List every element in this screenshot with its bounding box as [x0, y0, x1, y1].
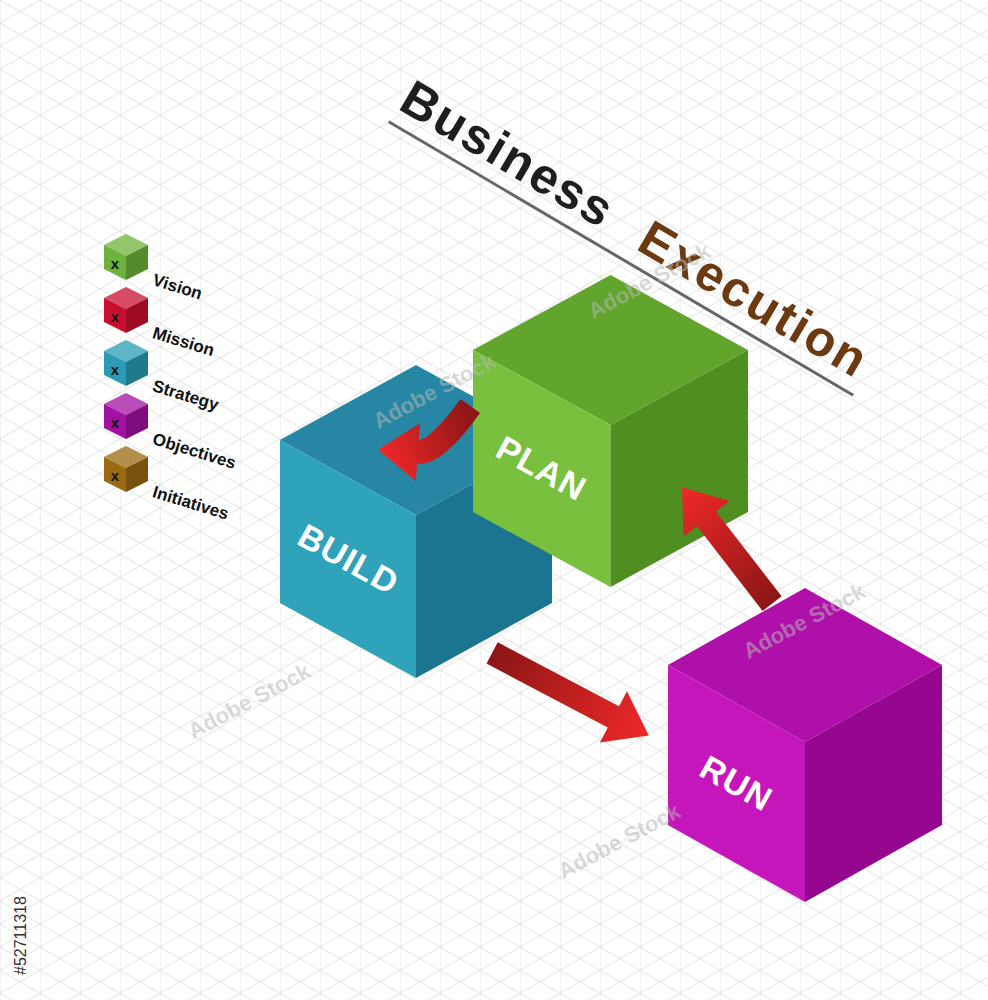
legend-label: Mission — [150, 323, 216, 361]
legend-swatch — [104, 393, 148, 439]
cube-label: RUN — [694, 748, 780, 820]
legend-swatch — [104, 340, 148, 386]
legend-swatch — [104, 234, 148, 280]
diagram-title: Business Execution — [388, 69, 885, 397]
watermark: Adobe Stock — [184, 658, 315, 744]
legend-swatch — [104, 446, 148, 492]
legend-mark: x — [111, 414, 119, 431]
legend-label: Strategy — [150, 376, 221, 415]
legend-label: Objectives — [150, 429, 238, 473]
watermark: Adobe Stock — [554, 798, 685, 884]
cube-label: BUILD — [291, 516, 405, 603]
legend-label: Initiatives — [150, 482, 231, 524]
legend-swatch — [104, 287, 148, 333]
legend-mark: x — [111, 255, 119, 272]
legend-label: Vision — [150, 270, 204, 304]
watermark: Adobe Stock — [369, 348, 500, 434]
flow-arrow — [492, 653, 649, 743]
process-cube: PLAN — [473, 275, 748, 587]
legend-mark: x — [111, 308, 119, 325]
legend-mark: x — [111, 361, 119, 378]
stock-id: #52711318 — [12, 896, 30, 975]
cube-label: PLAN — [490, 428, 593, 508]
legend-mark: x — [111, 467, 119, 484]
